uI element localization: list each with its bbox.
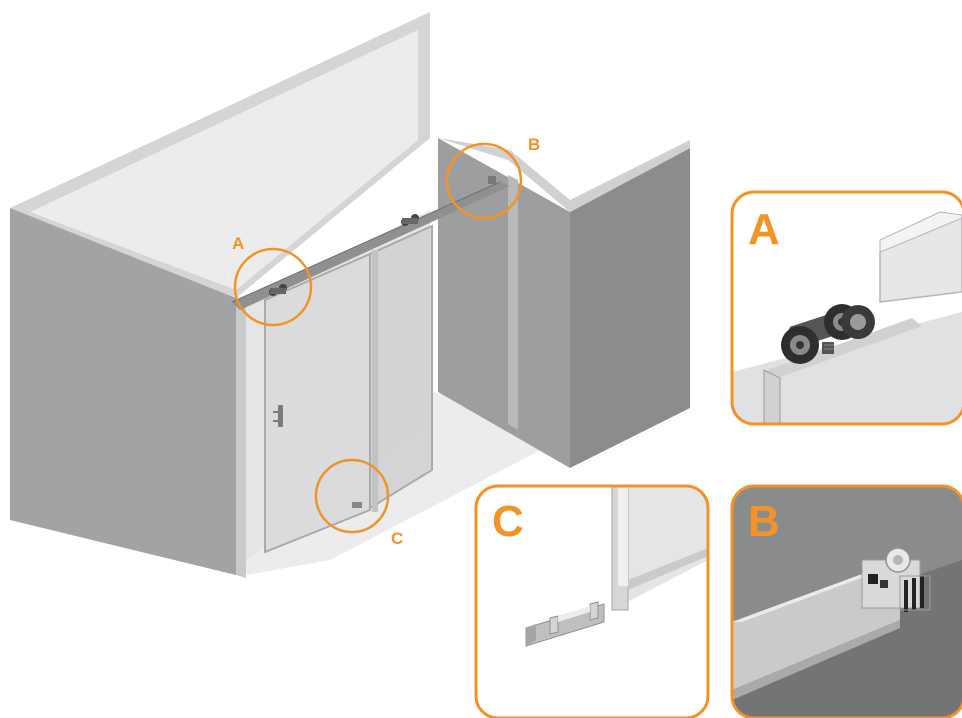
top-rail	[232, 182, 510, 310]
back-wall-top-inner	[30, 30, 418, 290]
left-wall-front	[10, 208, 236, 575]
detail-panel-c: C	[474, 484, 710, 718]
detail-c-letter: C	[492, 497, 524, 546]
right-wall-front	[438, 138, 570, 468]
detail-panel-b: B	[730, 484, 962, 718]
wall-stopper	[488, 176, 496, 184]
floor-guide	[352, 502, 362, 508]
detail-a-letter: A	[748, 205, 780, 254]
roller-left	[269, 284, 287, 296]
glass-edge	[372, 250, 378, 512]
left-wall-edge	[236, 298, 246, 578]
right-wall-side	[570, 148, 690, 468]
right-wall-inner-edge	[508, 175, 518, 430]
roller-right	[401, 214, 419, 226]
sliding-glass-door	[265, 254, 370, 552]
callout-label-b: B	[528, 135, 540, 154]
main-scene: A B C	[10, 12, 690, 578]
callout-circle-a	[233, 247, 313, 327]
callout-circle-b	[445, 142, 523, 220]
right-wall-top	[438, 138, 690, 212]
fixed-glass-panel	[370, 226, 432, 508]
door-handle	[278, 405, 283, 427]
callout-circle-c	[314, 458, 390, 534]
detail-panel-a: A	[730, 190, 962, 426]
detail-b-letter: B	[748, 497, 780, 546]
callout-label-c: C	[391, 529, 403, 548]
callout-label-a: A	[232, 234, 244, 253]
